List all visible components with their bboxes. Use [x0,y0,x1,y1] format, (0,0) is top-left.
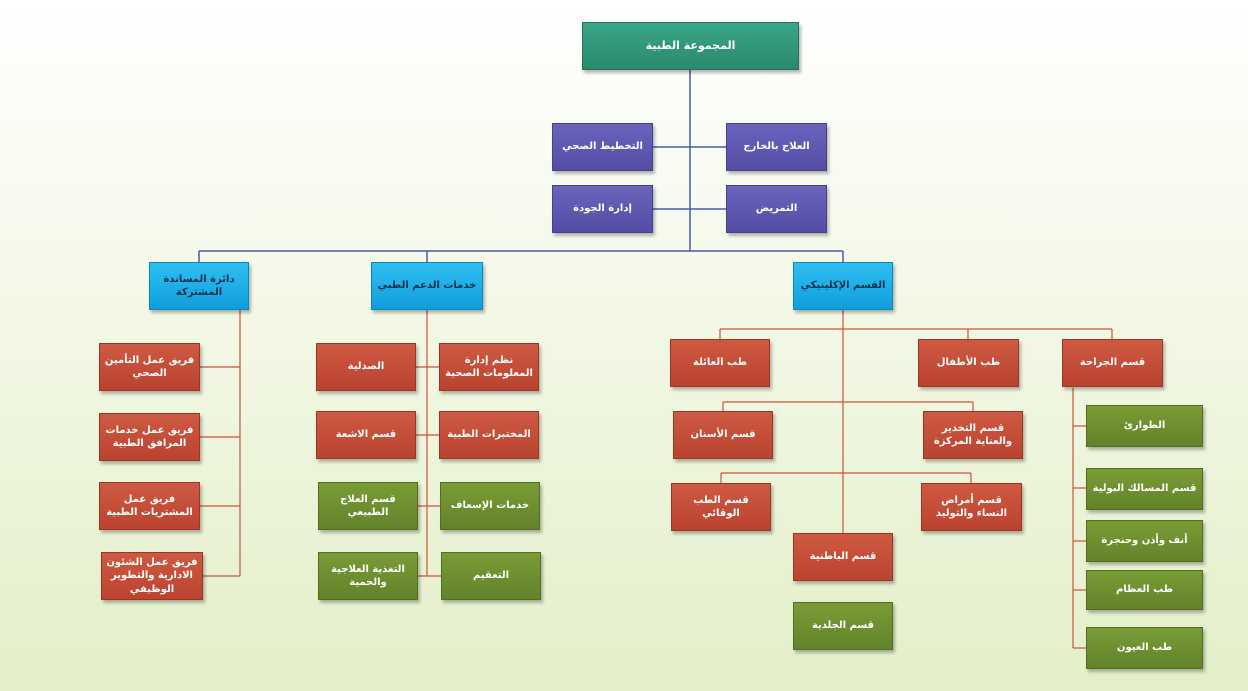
radiology-node: قسم الاشعة [316,411,416,459]
sterilization-node: التعقيم [441,552,541,600]
urology-node: قسم المسالك البولية [1086,468,1203,510]
ophthalmology-node: طب العيون [1086,627,1203,669]
preventive-medicine-node: قسم الطب الوقائي [671,483,771,531]
outpatient-node: العلاج بالخارج [726,123,827,171]
dermatology-node: قسم الجلدية [793,602,893,650]
pediatrics-node: طب الأطفال [918,339,1019,387]
department-connectors [200,310,1113,649]
nursing-node: التمريض [726,185,827,233]
physio-node: قسم العلاج الطبيعي [318,482,418,530]
quality-node: إدارة الجودة [552,185,653,233]
medical-support-node: خدمات الدعم الطبي [371,262,483,310]
shared-item-admin-affairs: فريق عمل الشئون الادارية والتطوير الوظيف… [101,552,203,600]
root-node: المجموعة الطبية [582,22,799,70]
emergency-node: الطوارئ [1086,405,1203,447]
ambulance-node: خدمات الإسعاف [440,482,540,530]
dental-node: قسم الأسنان [673,411,773,459]
shared-item-insurance: فريق عمل التأمين الصحي [99,343,200,391]
info-systems-node: نظم إدارة المعلومات الصحية [439,343,539,391]
shared-item-procurement: فريق عمل المشتريات الطبية [99,482,200,530]
planning-node: التخطيط الصحي [552,123,653,171]
shared-item-facilities: فريق عمل خدمات المرافق الطبية [99,413,200,461]
surgery-node: قسم الجراحة [1062,339,1163,387]
clinical-node: القسم الإكلينيكي [793,262,893,310]
anesthesia-node: قسم التخدير والعناية المركزة [923,411,1023,459]
admin-connectors [198,70,844,262]
ent-node: أنف وأذن وحنجرة [1086,520,1203,562]
family-medicine-node: طب العائلة [670,339,770,387]
nutrition-node: التغذية العلاجية والحمية [318,552,418,600]
obgyn-node: قسم أمراض النساء والتوليد [921,483,1022,531]
pharmacy-node: الصدلية [316,343,416,391]
shared-support-node: دائرة المساندة المشتركة [149,262,249,310]
labs-node: المختبرات الطبية [439,411,539,459]
internal-medicine-node: قسم الباطنية [793,533,893,581]
orthopedics-node: طب العظام [1086,570,1203,610]
